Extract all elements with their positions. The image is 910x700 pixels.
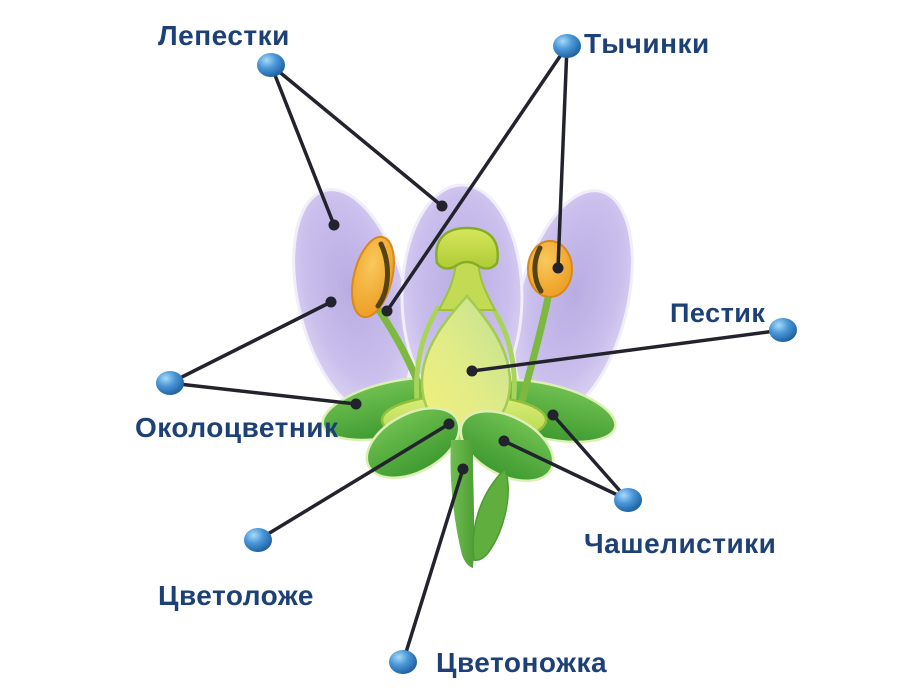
endpoint-dot [381, 305, 393, 317]
pointer-line-perianth-2 [168, 381, 358, 406]
endpoint-dot [436, 200, 448, 212]
pointer-line-sepals-1 [551, 413, 630, 502]
pointer-line-receptacle [256, 422, 451, 542]
label-petals: Лепестки [158, 20, 290, 51]
anther-slit-left [375, 241, 390, 309]
endpoint-dot [466, 365, 478, 377]
endpoint-dot [325, 296, 337, 308]
anther-slit-right [532, 245, 544, 294]
pointer-line-petals-1 [269, 63, 336, 227]
endpoint-dot [457, 463, 469, 475]
label-stamens: Тычинки [584, 28, 710, 59]
sphere-receptacle [244, 528, 272, 552]
pointer-line-stamens-1 [385, 44, 569, 313]
sphere-pistil [769, 318, 797, 342]
sphere-sepals [614, 488, 642, 512]
sphere-perianth [156, 371, 184, 395]
stem-leaf [472, 467, 509, 561]
pointer-line-petals-2 [269, 63, 444, 208]
label-spheres [156, 34, 797, 674]
pistil-style [437, 259, 497, 311]
endpoint-dot [552, 262, 564, 274]
pointer-line-pedicel [401, 467, 465, 664]
pointer-line-pistil [470, 328, 785, 373]
sepal-small-right [459, 410, 555, 482]
endpoint-dot [498, 435, 510, 447]
endpoint-dot [328, 219, 340, 231]
stem [450, 440, 475, 568]
label-receptacle: Цветоложе [158, 580, 314, 611]
sphere-stamens [553, 34, 581, 58]
endpoint-dot [443, 418, 455, 430]
label-perianth: Околоцветник [135, 412, 339, 443]
pointer-endpoints [325, 200, 564, 475]
pointer-line-stamens-2 [556, 44, 569, 270]
sphere-pedicel [389, 650, 417, 674]
endpoint-dot [350, 398, 362, 410]
label-sepals: Чашелистики [584, 528, 777, 559]
pointer-line-perianth-1 [168, 300, 333, 385]
sphere-petals [257, 53, 285, 77]
label-pedicel: Цветоножка [436, 647, 608, 678]
label-pistil: Пестик [670, 298, 766, 328]
pointer-line-sepals-2 [502, 439, 630, 502]
pointer-lines [168, 44, 785, 664]
pistil-stigma [435, 226, 499, 270]
endpoint-dot [547, 409, 559, 421]
